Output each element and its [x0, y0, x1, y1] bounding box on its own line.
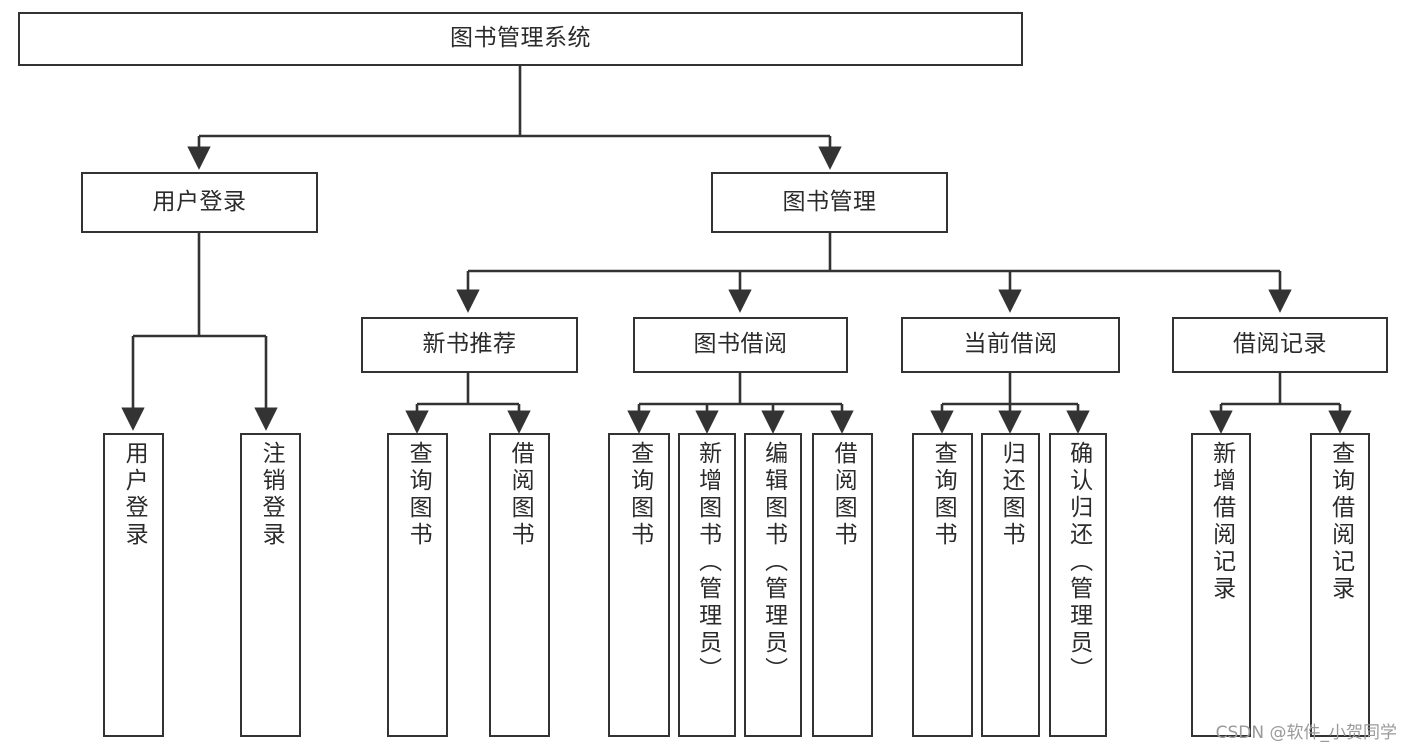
node-label: 查询图书: [405, 441, 432, 549]
node-label: 注销登录: [258, 441, 285, 549]
node-label: 查询借阅记录: [1327, 441, 1354, 603]
leaf-query-book-recommend[interactable]: 查询图书: [387, 433, 448, 737]
node-label: 图书借阅: [693, 331, 788, 358]
leaf-add-book-admin[interactable]: 新增图书（管理员）: [678, 433, 736, 737]
node-root-system[interactable]: 图书管理系统: [18, 12, 1023, 66]
leaf-query-book[interactable]: 查询图书: [608, 433, 670, 737]
leaf-edit-book-admin[interactable]: 编辑图书（管理员）: [744, 433, 802, 737]
leaf-borrow-book-recommend[interactable]: 借阅图书: [489, 433, 550, 737]
node-label: 用户登录: [121, 441, 148, 549]
leaf-query-book-current[interactable]: 查询图书: [912, 433, 973, 737]
node-label: 用户登录: [152, 188, 247, 215]
leaf-user-logout[interactable]: 注销登录: [240, 433, 301, 737]
csdn-watermark: CSDN @软件_小贺同学: [1215, 723, 1397, 743]
node-book-management[interactable]: 图书管理: [711, 172, 948, 233]
leaf-user-login[interactable]: 用户登录: [103, 433, 164, 737]
node-label: 借阅图书: [507, 441, 534, 549]
node-book-borrow[interactable]: 图书借阅: [633, 317, 848, 373]
node-new-book-recommend[interactable]: 新书推荐: [361, 317, 578, 373]
node-label: 图书管理: [782, 188, 877, 215]
node-label: 新增图书（管理员）: [694, 441, 721, 684]
node-label: 新增借阅记录: [1208, 441, 1235, 603]
node-label: 归还图书: [998, 441, 1025, 549]
node-label: 借阅图书: [830, 441, 857, 549]
node-label: 图书管理系统: [450, 25, 591, 52]
node-label: 编辑图书（管理员）: [760, 441, 787, 684]
node-label: 借阅记录: [1233, 331, 1327, 358]
node-label: 新书推荐: [422, 331, 517, 358]
node-label: 查询图书: [626, 441, 653, 549]
node-label: 确认归还（管理员）: [1065, 441, 1092, 684]
leaf-return-book[interactable]: 归还图书: [981, 433, 1040, 737]
node-label: 当前借阅: [963, 331, 1058, 358]
node-borrow-records[interactable]: 借阅记录: [1172, 317, 1388, 373]
node-user-login[interactable]: 用户登录: [81, 172, 318, 233]
leaf-add-borrow-record[interactable]: 新增借阅记录: [1191, 433, 1251, 737]
leaf-confirm-return-admin[interactable]: 确认归还（管理员）: [1049, 433, 1107, 737]
leaf-query-borrow-record[interactable]: 查询借阅记录: [1310, 433, 1370, 737]
leaf-borrow-book[interactable]: 借阅图书: [812, 433, 873, 737]
node-label: 查询图书: [930, 441, 957, 549]
node-current-borrow[interactable]: 当前借阅: [901, 317, 1120, 373]
